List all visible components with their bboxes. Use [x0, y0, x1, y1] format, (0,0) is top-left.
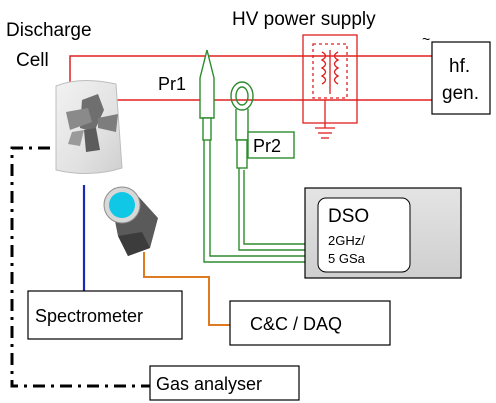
cc-daq: C&C / DAQ	[229, 300, 391, 346]
pr2-stem	[235, 109, 249, 141]
discharge-cell-label-line1: Discharge	[6, 20, 92, 41]
probe-cables	[203, 138, 305, 263]
power-line-top	[69, 55, 432, 84]
pr1-cable-b	[209, 140, 305, 257]
pr1-tip	[199, 49, 215, 119]
hv-power-supply-label: HV power supply	[232, 9, 376, 30]
spectrometer-label: Spectrometer	[35, 306, 143, 326]
pr2-loop-outer	[230, 81, 254, 111]
hv-transformer	[302, 34, 358, 139]
dso-title: DSO	[328, 206, 369, 227]
spectrometer-box	[27, 290, 183, 340]
power-lines	[69, 55, 432, 101]
electrode-2	[66, 108, 92, 130]
pr2-loop-inner	[235, 86, 249, 106]
pr2-cable-b	[243, 170, 305, 245]
secondary-coil	[333, 51, 340, 85]
dso: DSO 2GHz/ 5 GSa	[304, 187, 462, 279]
hf-gen-label-line2: gen.	[442, 83, 479, 104]
dso-screen	[317, 197, 411, 273]
pr1-handle	[202, 117, 212, 141]
tilde-symbol: ~	[422, 31, 430, 47]
pr1-cable-a	[203, 138, 305, 263]
gas-analyser-box	[149, 365, 300, 401]
pr2-label-box	[247, 131, 295, 159]
probe-pr2	[230, 81, 254, 169]
pr1-label: Pr1	[158, 74, 186, 94]
camera-cable	[143, 252, 230, 326]
pr2-handle	[236, 139, 248, 169]
hv-core-dashed	[312, 43, 348, 99]
pr2-cable-a	[238, 168, 305, 251]
discharge-cell-label-line2: Cell	[16, 50, 49, 71]
hf-generator: hf. gen.	[431, 41, 491, 115]
pr2-label: Pr2	[253, 136, 281, 156]
dso-spec-line2: 5 GSa	[328, 251, 366, 266]
electrode-4	[84, 128, 100, 152]
gas-line	[10, 146, 150, 388]
camera	[103, 186, 158, 256]
hv-supply-box	[302, 34, 358, 124]
electrode-3	[98, 114, 118, 132]
electrode-5	[68, 130, 84, 146]
spectrometer: Spectrometer	[27, 290, 183, 340]
camera-side	[118, 232, 150, 256]
gas-analyser: Gas analyser	[149, 365, 300, 401]
hf-gen-label-line1: hf.	[449, 56, 470, 77]
discharge-cell	[55, 80, 123, 175]
dso-spec-line1: 2GHz/	[328, 233, 365, 248]
gas-analyser-label: Gas analyser	[156, 374, 262, 394]
cc-daq-label: C&C / DAQ	[250, 314, 342, 334]
probe-pr1	[199, 49, 215, 141]
cc-daq-box	[229, 300, 391, 346]
camera-lens	[109, 192, 135, 218]
hf-generator-box	[431, 41, 491, 115]
primary-coil	[320, 51, 327, 85]
